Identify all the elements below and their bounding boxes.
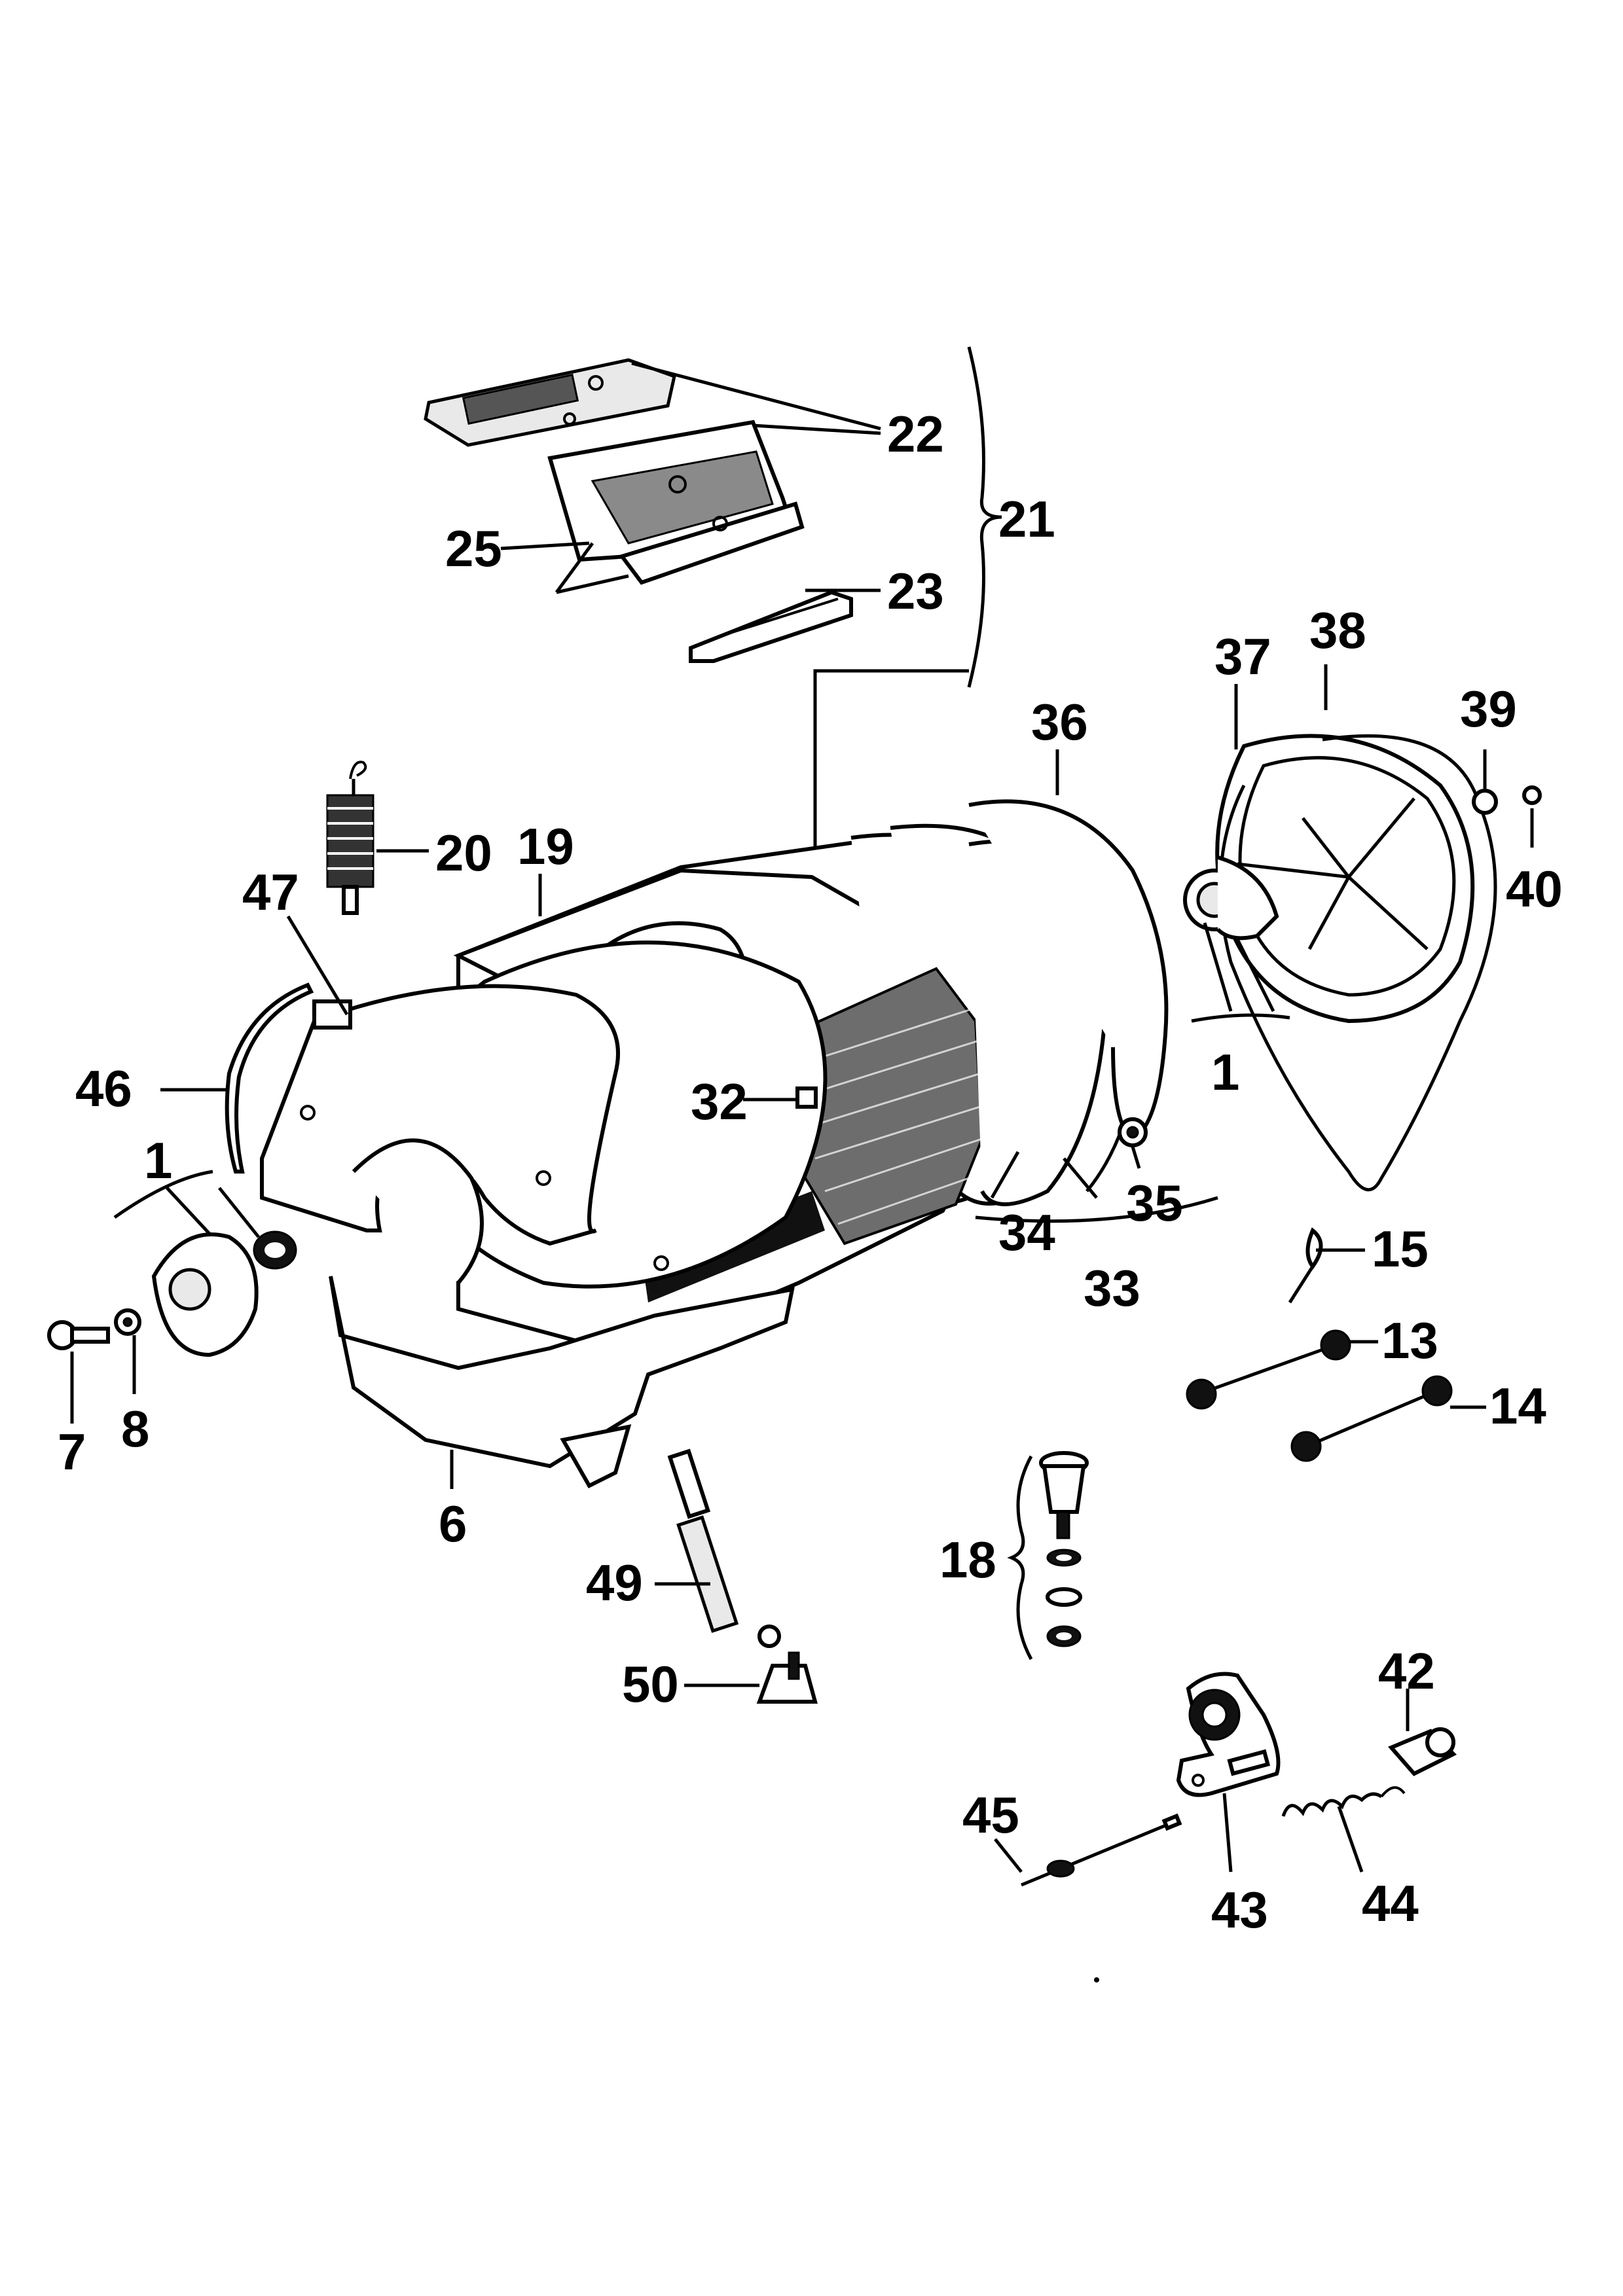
callout-40: 40 — [1506, 860, 1563, 918]
hook-15 — [1288, 1227, 1323, 1304]
callout-49: 49 — [586, 1554, 643, 1611]
callout-21: 21 — [998, 490, 1055, 548]
callout-14: 14 — [1489, 1377, 1546, 1435]
callout-15: 15 — [1372, 1220, 1429, 1278]
rod-13 — [1186, 1329, 1351, 1410]
callout-6: 6 — [439, 1495, 467, 1552]
callout-32: 32 — [691, 1073, 748, 1130]
motor-bracket-43 — [1176, 1672, 1281, 1797]
callout-8: 8 — [121, 1400, 149, 1458]
callout-36: 36 — [1031, 693, 1088, 751]
clamp-ring-46 — [225, 982, 314, 1174]
callout-38: 38 — [1309, 601, 1366, 659]
tension-spring-44 — [1281, 1786, 1406, 1817]
callout-23: 23 — [887, 562, 944, 620]
callout-19: 19 — [517, 817, 574, 875]
drum-pulley-37 — [1215, 734, 1475, 1024]
bearing-flange-1 — [1183, 855, 1279, 941]
callout-34: 34 — [998, 1204, 1055, 1261]
nut-35 — [1118, 1117, 1148, 1147]
callout-46: 46 — [75, 1060, 132, 1117]
callout-1-right: 1 — [1211, 1043, 1239, 1101]
drum-assembly — [260, 799, 1169, 1488]
callout-44: 44 — [1362, 1874, 1419, 1932]
callout-39: 39 — [1460, 680, 1517, 738]
callout-18: 18 — [939, 1531, 996, 1588]
callout-45: 45 — [962, 1786, 1019, 1844]
suspension-spring-20 — [326, 761, 429, 915]
shaft-45 — [1021, 1813, 1182, 1887]
callout-47: 47 — [242, 863, 299, 921]
callout-1-left: 1 — [144, 1132, 172, 1189]
brace-21 — [967, 346, 1002, 688]
callout-33: 33 — [1084, 1259, 1140, 1317]
callout-22: 22 — [887, 405, 944, 463]
callout-35: 35 — [1126, 1174, 1183, 1232]
callout-7: 7 — [58, 1423, 86, 1480]
callout-13: 13 — [1381, 1312, 1438, 1369]
callout-43: 43 — [1211, 1881, 1268, 1939]
filter-tray — [547, 420, 805, 585]
end-cap-42 — [1387, 1727, 1457, 1776]
bracket-32 — [795, 1086, 818, 1109]
bolt-40 — [1522, 785, 1542, 848]
callout-42: 42 — [1378, 1642, 1435, 1700]
shock-absorber-49 — [667, 1448, 781, 1648]
bearing-flange-1-left — [151, 1230, 297, 1357]
rod-14 — [1290, 1375, 1453, 1462]
callout-37: 37 — [1214, 628, 1271, 685]
nut-39 — [1472, 789, 1498, 815]
filter-channel-23 — [689, 590, 853, 663]
bolt-7 — [47, 1320, 110, 1350]
foot-set-18 — [1039, 1451, 1089, 1647]
filter-cover-top — [424, 358, 676, 447]
callout-20: 20 — [435, 824, 492, 882]
bracket-50 — [756, 1651, 818, 1704]
callout-50: 50 — [622, 1655, 679, 1713]
callout-25: 25 — [445, 520, 502, 577]
